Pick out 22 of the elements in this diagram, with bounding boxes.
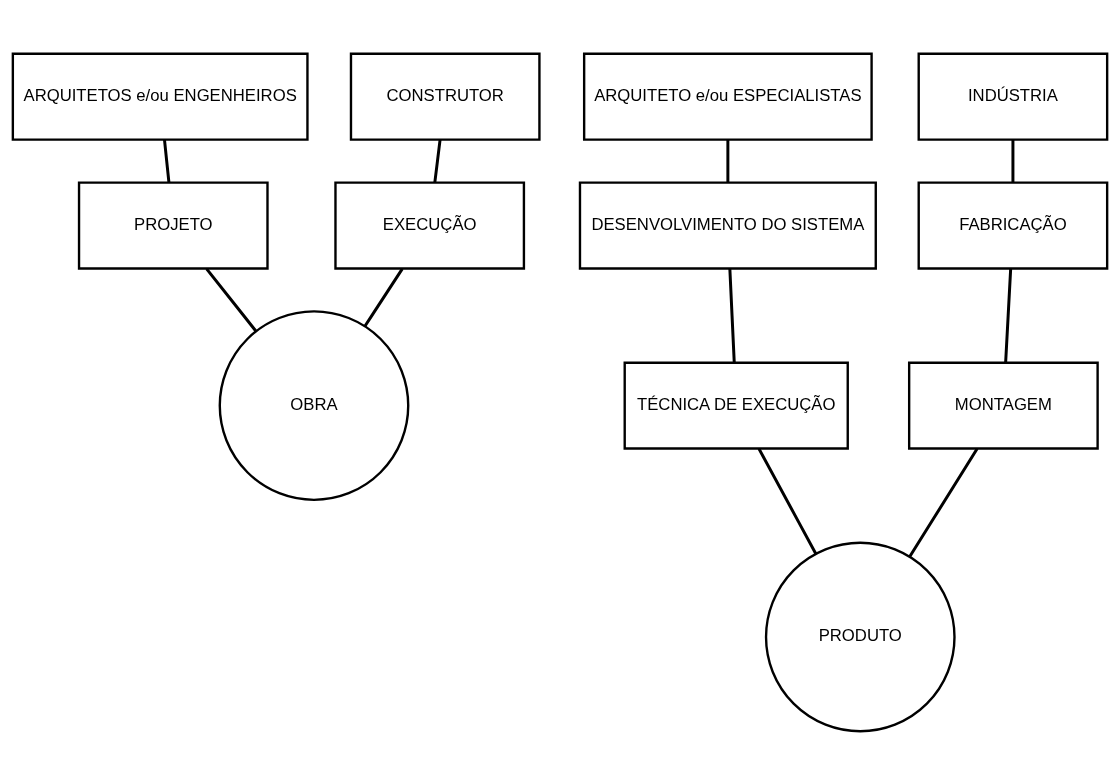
node-box: DESENVOLVIMENTO DO SISTEMA — [578, 180, 877, 270]
node-box: EXECUÇÃO — [334, 180, 526, 270]
connector — [205, 267, 257, 332]
connector — [726, 139, 730, 182]
node-box: FABRICAÇÃO — [917, 180, 1109, 270]
connector — [1011, 139, 1015, 182]
node-box: ARQUITETO e/ou ESPECIALISTAS — [582, 52, 873, 141]
node-box: PROJETO — [77, 180, 269, 270]
node-box: MONTAGEM — [907, 361, 1099, 450]
node-box: INDÚSTRIA — [917, 52, 1109, 141]
connector — [433, 138, 442, 182]
node-circle: PRODUTO — [764, 541, 956, 732]
connector — [163, 139, 171, 182]
connector — [728, 268, 736, 363]
connector — [908, 447, 979, 557]
connector — [757, 447, 818, 554]
node-box: TÉCNICA DE EXECUÇÃO — [623, 361, 849, 450]
node-box: ARQUITETOS e/ou ENGENHEIROS — [11, 52, 309, 141]
node-circle: OBRA — [218, 309, 410, 501]
connector — [363, 267, 404, 327]
node-box: CONSTRUTOR — [349, 52, 541, 141]
connector — [1004, 268, 1013, 363]
